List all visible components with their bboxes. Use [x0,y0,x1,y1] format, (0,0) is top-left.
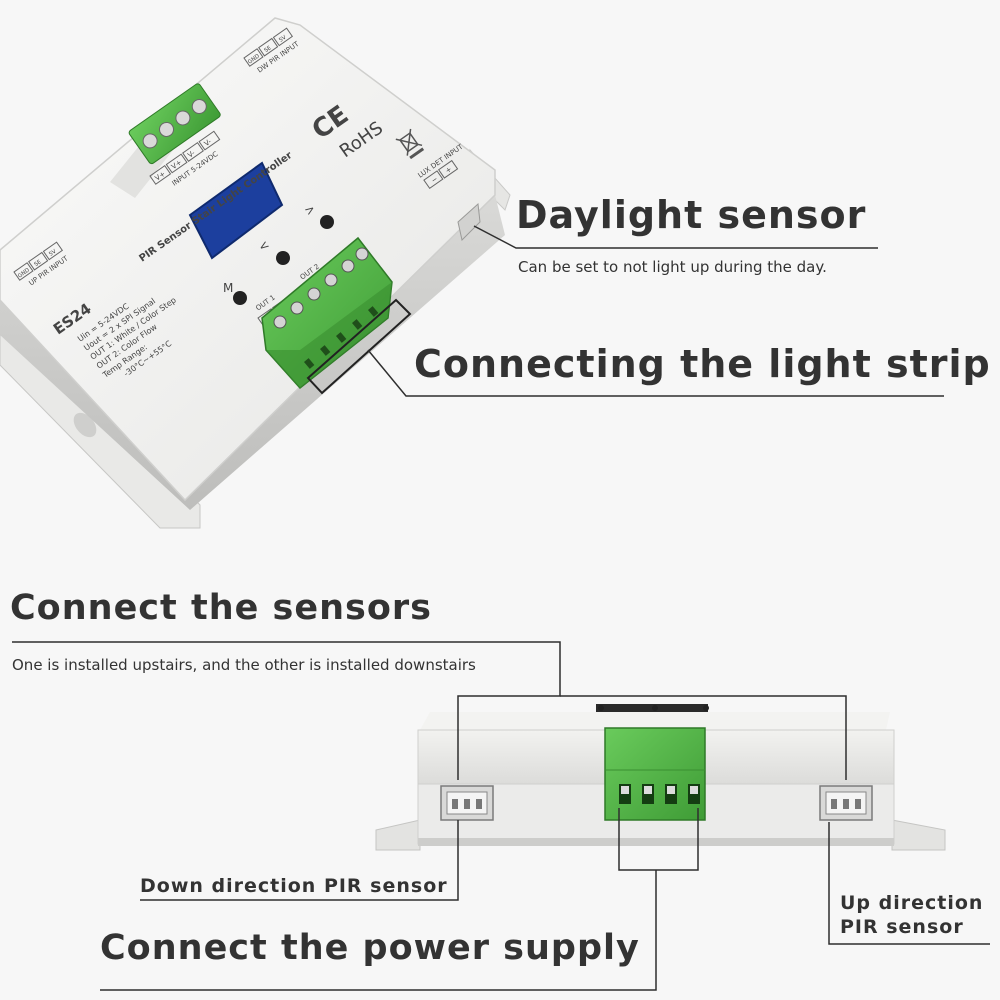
controller-front-view [375,704,946,851]
lcd-display [188,161,284,260]
up-pir-label-line2: PIR sensor [840,916,964,938]
connect-sensors-desc: One is installed upstairs, and the other… [12,656,476,674]
input-terminal-label-3: V- [186,149,197,160]
output-terminal-block [261,236,393,390]
dw-pir-pin-2: SE [263,45,273,54]
power-terminal-block [604,727,706,821]
weee-bin-icon [395,128,425,160]
up-pir-label-line1: Up direction [840,892,984,914]
up-pir-pin-3: 5V [48,249,58,258]
dw-pir-pin-3: 5V [278,35,288,44]
down-button [276,251,290,265]
m-button [233,291,247,305]
up-button [320,215,334,229]
m-button-label: M [223,281,233,295]
input-terminal-label-4: V- [203,137,214,148]
light-strip-title: Connecting the light strip [414,342,991,386]
lux-pin-minus: − [430,175,440,185]
leader-lines-top [367,225,944,397]
lux-pin-plus: + [444,165,454,175]
down-pir-port [440,785,494,821]
daylight-sensor-title: Daylight sensor [516,193,867,237]
daylight-sensor-desc: Can be set to not light up during the da… [518,258,827,276]
leader-lines-bottom [12,641,990,991]
connect-sensors-title: Connect the sensors [10,588,432,628]
down-pir-label: Down direction PIR sensor [140,875,448,897]
strip-highlight-box [306,298,412,395]
power-supply-title: Connect the power supply [100,928,640,968]
controller-top-view: V+ V+ V- V- INPUT 5-24VDC GND SE 5V UP P… [0,17,511,529]
up-pir-pin-2: SE [33,259,43,268]
up-pir-port [819,785,873,821]
